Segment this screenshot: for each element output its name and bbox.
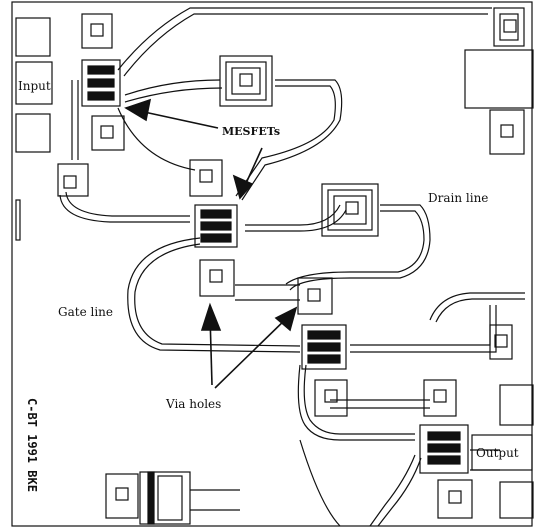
- pad: [15, 113, 51, 153]
- mesfet: [81, 59, 121, 107]
- side-text: C-BT 1991 BKE: [25, 398, 39, 492]
- via-hole: [189, 159, 223, 197]
- mesfets: [81, 59, 469, 474]
- via-hole: [81, 13, 113, 49]
- mesfet: [194, 204, 238, 248]
- via-hole: [314, 379, 348, 417]
- spiral-inductor: [493, 7, 525, 47]
- via-holes-label: Via holes: [165, 397, 221, 411]
- spiral-inductor: [57, 163, 89, 197]
- callout-arrows: [124, 98, 298, 389]
- output-label: Output: [476, 446, 519, 460]
- via-hole: [105, 473, 139, 519]
- pad: [15, 17, 51, 57]
- chip-outline: [11, 1, 533, 527]
- spiral-inductor: [321, 183, 379, 237]
- via-hole: [297, 277, 333, 315]
- gate-line-label: Gate line: [58, 305, 113, 319]
- transmission-lines: [59, 7, 525, 527]
- spiral-inductors: [57, 7, 525, 360]
- via-hole: [91, 115, 125, 151]
- via-hole: [437, 479, 473, 519]
- pad: [464, 49, 534, 109]
- mesfet: [419, 424, 469, 474]
- pad: [499, 384, 534, 426]
- via-hole: [489, 109, 525, 155]
- via-hole: [423, 379, 457, 417]
- input-label: Input: [18, 79, 51, 93]
- mesfet: [301, 324, 347, 370]
- pads: [15, 17, 534, 519]
- spiral-inductor: [489, 324, 513, 360]
- output-pad: [471, 434, 533, 471]
- spiral-inductor: [219, 55, 273, 107]
- pad: [15, 199, 21, 241]
- connector-block: [139, 471, 240, 525]
- mesfets-label: MESFETs: [222, 125, 280, 138]
- drain-line-label: Drain line: [428, 191, 488, 205]
- pad: [499, 481, 534, 519]
- via-hole: [199, 259, 235, 297]
- via-holes: [81, 13, 525, 519]
- input-pad: [15, 61, 53, 105]
